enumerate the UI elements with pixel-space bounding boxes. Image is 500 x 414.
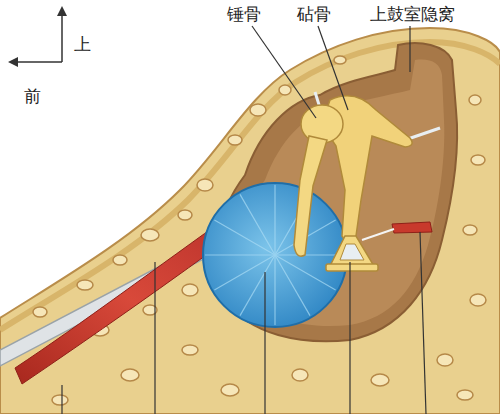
direction-arrows — [8, 6, 67, 67]
stapes-footplate — [326, 264, 378, 271]
temporal-bone — [0, 28, 500, 414]
stapes — [330, 236, 374, 266]
part-name: 锤骨 — [227, 5, 261, 24]
part-name: 砧骨 — [297, 5, 331, 24]
tympanic-membrane — [203, 183, 347, 327]
direction-label: 前 — [24, 87, 41, 106]
part-name: 上鼓室隐窝 — [370, 5, 455, 24]
stapedius-muscle — [392, 222, 432, 233]
membrane-fibres — [205, 185, 345, 325]
direction-label: 上 — [74, 35, 91, 54]
stapedius-tendon — [362, 229, 394, 240]
bone-cells — [33, 56, 486, 405]
malleus-head — [301, 105, 343, 143]
stapes-opening — [340, 244, 364, 260]
malleus — [294, 136, 327, 256]
leader-lines — [62, 26, 426, 414]
